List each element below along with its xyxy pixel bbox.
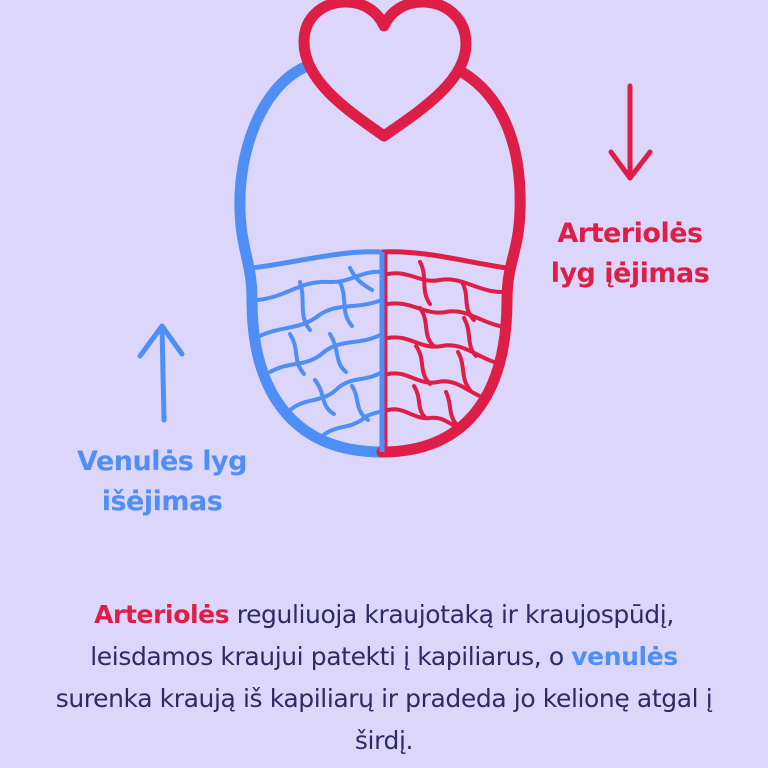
vein-inner-edge bbox=[251, 249, 383, 271]
artery-inner-edge bbox=[381, 249, 508, 271]
venule-outlet-label: Venulės lyg išėjimas bbox=[64, 442, 260, 522]
arrow-up-icon bbox=[137, 323, 185, 423]
arterial-capillaries bbox=[386, 260, 504, 432]
venule-label-line2: išėjimas bbox=[101, 486, 223, 517]
arrow-down-icon bbox=[608, 83, 653, 181]
caption-part2: surenka kraują iš kapiliarų ir pradeda j… bbox=[55, 684, 713, 755]
caption-arteriole-word: Arteriolės bbox=[94, 600, 230, 629]
caption-paragraph: Arteriolės reguliuoja kraujotaką ir krau… bbox=[40, 594, 728, 762]
circulation-diagram bbox=[137, 0, 653, 458]
venous-capillaries bbox=[256, 266, 384, 440]
artery-vessel bbox=[376, 66, 526, 458]
heart-icon bbox=[298, 0, 472, 142]
venule-label-line1: Venulės lyg bbox=[77, 446, 247, 477]
caption-part1: reguliuoja kraujotaką ir kraujospūdį, le… bbox=[90, 600, 674, 671]
arteriole-label-line1: Arteriolės bbox=[557, 218, 703, 249]
vein-vessel bbox=[234, 62, 388, 458]
arteriole-inlet-label: Arteriolės lyg įėjimas bbox=[538, 214, 722, 294]
arteriole-label-line2: lyg įėjimas bbox=[550, 258, 710, 289]
caption-venule-word: venulės bbox=[571, 642, 678, 671]
